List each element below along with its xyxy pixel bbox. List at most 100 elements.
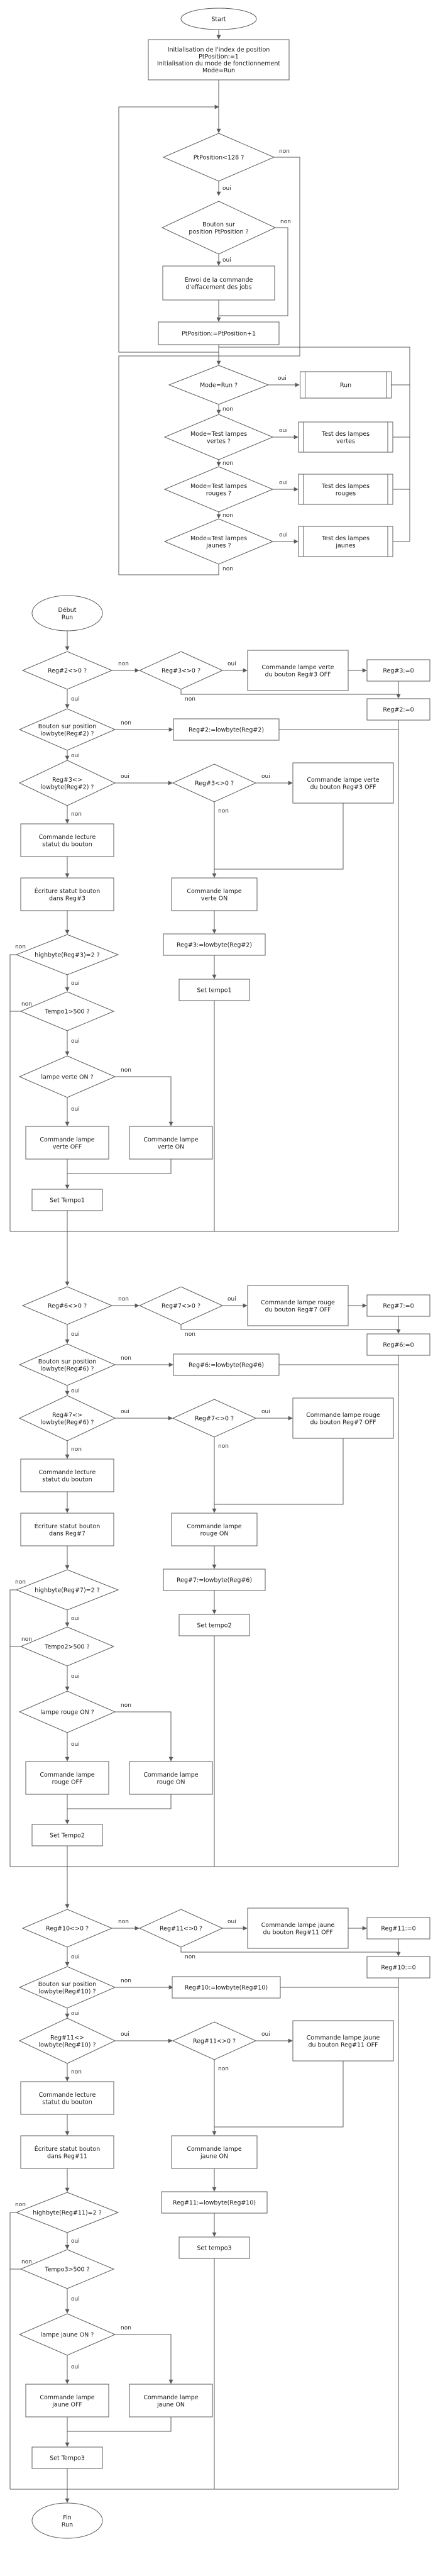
node-label: lampe jaune ON ?: [41, 2332, 94, 2339]
node-y-reg11-zero: Reg#11:=0: [366, 1917, 430, 1940]
edge-label: non: [21, 2259, 32, 2265]
edge-label: oui: [121, 2031, 129, 2038]
node-label: lampe rouge ON ?: [40, 1709, 94, 1716]
node-label: Reg#7<>0 ?: [195, 1416, 234, 1423]
edge-label: non: [71, 2069, 82, 2075]
edge-label: non: [15, 944, 26, 950]
flow-edge-50: [67, 1159, 172, 1174]
node-y-d-reg11: Reg#11<>0 ?: [138, 1909, 224, 1948]
node-g-reg2-lowbyte: Reg#2:=lowbyte(Reg#2): [173, 718, 280, 741]
edge-label: non: [121, 720, 131, 726]
flow-edge-99: [214, 2061, 344, 2128]
edge-label: oui: [71, 1106, 80, 1113]
edge-label: oui: [71, 2011, 80, 2017]
node-label: Reg#3<>0 ?: [162, 668, 200, 675]
flow-edge-8: [118, 104, 219, 353]
node-label: Tempo1>500 ?: [44, 1009, 89, 1016]
flow-edge-28: [180, 689, 398, 695]
node-y-d-reg11-diff: Reg#11<>lowbyte(Reg#10) ?: [18, 2018, 116, 2064]
edge-label: oui: [71, 1388, 80, 1394]
node-g-reg3-zero: Reg#3:=0: [366, 659, 430, 682]
node-label: Reg#3<>lowbyte(Reg#2) ?: [41, 777, 94, 791]
edge-label: oui: [71, 2296, 80, 2302]
edge-label: non: [118, 1919, 129, 1925]
edge-label: non: [21, 1001, 32, 1008]
node-label: highbyte(Reg#3)=2 ?: [35, 952, 99, 959]
flow-edge-16: [118, 355, 219, 575]
flow-edge-21: [219, 347, 410, 541]
edge-label: oui: [261, 1409, 270, 1415]
node-g-reg2-zero: Reg#2:=0: [366, 698, 430, 721]
edge-label: non: [121, 1702, 131, 1709]
flow-edge-6: [219, 227, 288, 316]
edge-label: non: [71, 1446, 82, 1453]
edge-label: non: [121, 1067, 131, 1074]
node-label: Reg#6:=lowbyte(Reg#6): [189, 1362, 264, 1369]
edge-label: non: [15, 2202, 26, 2208]
node-r-d-reg7-diff: Reg#7<>lowbyte(Reg#6) ?: [18, 1395, 116, 1441]
node-label: Reg#2<>0 ?: [48, 668, 87, 675]
node-r-reg6-lowbyte: Reg#6:=lowbyte(Reg#6): [173, 1353, 280, 1376]
edge-label: oui: [71, 1331, 80, 1338]
edge-label: oui: [279, 532, 288, 538]
node-label: Set Tempo1: [50, 1197, 85, 1204]
node-label: PtPosition:=PtPosition+1: [182, 331, 256, 338]
node-label: Reg#10<>0 ?: [46, 1926, 89, 1933]
flow-edge-3: [219, 157, 300, 357]
edge-label: oui: [279, 428, 288, 434]
edge-label: non: [218, 1443, 229, 1450]
node-label: Reg#2:=lowbyte(Reg#2): [189, 727, 264, 734]
node-g-d-reg3-diff: Reg#3<>lowbyte(Reg#2) ?: [18, 760, 116, 806]
edge-label: oui: [261, 774, 270, 780]
edge-label: non: [21, 1636, 32, 1643]
edge-label: oui: [71, 1741, 80, 1748]
node-label: Reg#7:=0: [383, 1303, 414, 1310]
node-label: PtPosition<128 ?: [194, 155, 244, 162]
node-d-position-lt-128: PtPosition<128 ?: [162, 133, 275, 182]
edge-label: non: [118, 1296, 129, 1302]
node-y-reg10-lowbyte: Reg#10:=lowbyte(Reg#10): [172, 1976, 281, 1999]
edge-label: oui: [121, 1409, 129, 1415]
edge-label: non: [121, 2325, 131, 2331]
node-y-reg10-zero: Reg#10:=0: [366, 1956, 430, 1979]
node-label: Reg#10:=0: [381, 1965, 415, 1972]
node-r-d-reg6: Reg#6<>0 ?: [21, 1286, 113, 1325]
